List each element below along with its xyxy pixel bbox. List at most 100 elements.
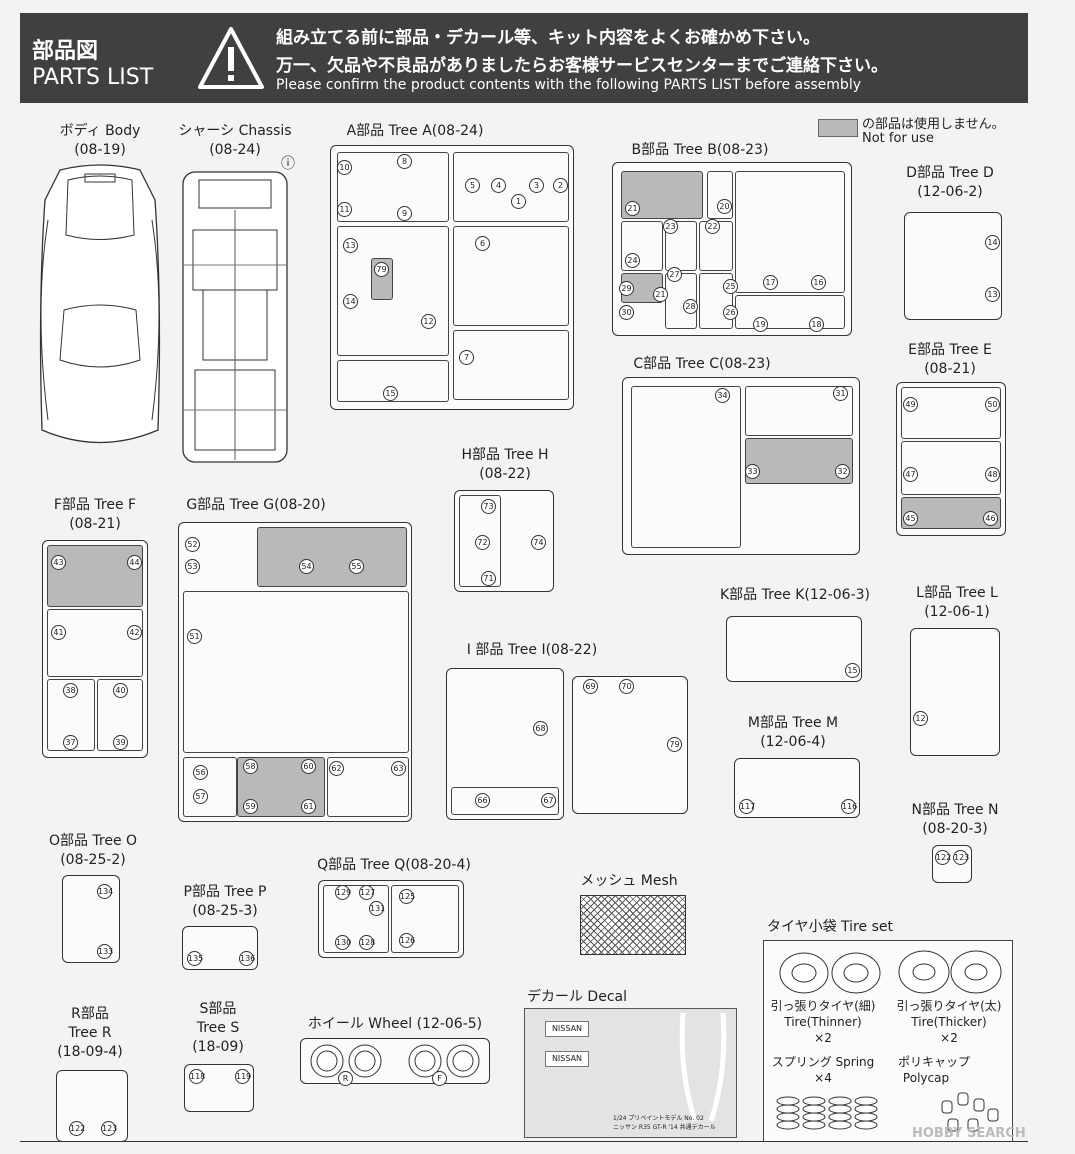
part-number: 62 xyxy=(329,761,344,776)
part-number: 17 xyxy=(763,275,778,290)
part-number: 32 xyxy=(835,464,850,479)
tree-g-cell xyxy=(327,757,409,817)
bottom-rule xyxy=(20,1141,1028,1142)
part-number: 41 xyxy=(51,625,66,640)
part-number: 126 xyxy=(399,933,415,948)
part-number: 47 xyxy=(903,467,918,482)
tree-g-frame: 52 53 54 55 51 56 57 58 59 60 61 62 63 xyxy=(178,522,412,822)
tree-a-cell xyxy=(337,226,449,356)
tree-l-frame: 12 xyxy=(910,628,1000,756)
part-number: 128 xyxy=(359,935,375,950)
part-number: 21 xyxy=(653,287,668,302)
part-number: 12 xyxy=(421,314,436,329)
tree-c-cell xyxy=(631,386,741,548)
part-number: 58 xyxy=(243,759,258,774)
part-number: 27 xyxy=(667,267,682,282)
tire-set-label: タイヤ小袋 Tire set xyxy=(767,919,893,935)
tree-r-label-2: Tree R xyxy=(68,1025,112,1041)
tree-q-cell xyxy=(391,885,459,953)
tree-b-cell xyxy=(699,273,733,329)
tree-b-frame: 21 20 23 22 24 27 29 21 28 25 30 26 19 1… xyxy=(612,162,852,336)
chassis-drawing xyxy=(182,171,288,463)
part-number: 33 xyxy=(745,464,760,479)
part-number: 46 xyxy=(983,511,998,526)
part-number: 34 xyxy=(715,388,730,403)
body-drawing xyxy=(39,164,161,444)
warning-icon xyxy=(198,27,264,89)
decal-sheet: NISSAN NISSAN 1/24 プリペイントモデル No. 02 ニッサン… xyxy=(524,1008,737,1138)
tree-a-cell xyxy=(453,152,569,222)
thin-tire-icon xyxy=(779,952,881,994)
tree-e-frame: 49 50 47 48 45 46 xyxy=(896,382,1006,536)
thick-tire-qty: ×2 xyxy=(940,1031,958,1045)
part-number: 127 xyxy=(359,885,375,900)
tree-n-frame: 122 123 xyxy=(932,845,972,883)
spring-icon xyxy=(776,1096,878,1130)
tree-o-frame: 134 133 xyxy=(62,875,120,963)
tree-q-cell xyxy=(323,885,389,953)
part-number: 45 xyxy=(903,511,918,526)
thick-tire-en: Tire(Thicker) xyxy=(911,1015,987,1029)
part-number: 54 xyxy=(299,559,314,574)
spring-qty: ×4 xyxy=(814,1071,832,1085)
tree-o-code: (08-25-2) xyxy=(60,852,126,868)
not-for-use-swatch xyxy=(818,119,858,137)
tree-h-label: H部品 Tree H xyxy=(461,447,549,463)
tree-b-cell xyxy=(707,171,733,219)
part-number: 117 xyxy=(739,799,755,814)
tree-q-label: Q部品 Tree Q(08-20-4) xyxy=(317,857,471,873)
tree-n-code: (08-20-3) xyxy=(922,821,988,837)
tree-o-label: O部品 Tree O xyxy=(48,833,138,849)
decal-caption-2: ニッサン R35 GT-R '14 共通デカール xyxy=(613,1124,716,1131)
part-number: 14 xyxy=(985,235,1000,250)
part-number: 28 xyxy=(683,299,698,314)
part-number: 23 xyxy=(663,219,678,234)
part-number: 122 xyxy=(69,1121,85,1136)
legend-en: Not for use xyxy=(862,131,934,146)
thin-tire-jp: 引っ張りタイヤ(細) xyxy=(770,999,876,1013)
part-number: 25 xyxy=(723,279,738,294)
tree-m-label: M部品 Tree M xyxy=(747,715,839,731)
part-number: 15 xyxy=(845,663,860,678)
part-number: 15 xyxy=(383,386,398,401)
tree-i-frame-2: 69 70 79 xyxy=(572,676,688,814)
tree-d-label: D部品 Tree D xyxy=(906,165,994,181)
thick-tire-icon xyxy=(898,950,1002,994)
tree-g-cell xyxy=(183,591,409,753)
tree-a-cell xyxy=(337,360,449,402)
part-number: 133 xyxy=(97,944,113,959)
part-number: 39 xyxy=(113,735,128,750)
thin-tire-qty: ×2 xyxy=(814,1031,832,1045)
tree-g-unused-part xyxy=(257,527,407,587)
mesh-label: メッシュ Mesh xyxy=(580,873,678,889)
chassis-code: (08-24) xyxy=(209,142,261,158)
page-title-jp: 部品図 xyxy=(32,39,99,64)
notice-line-2: 万一、欠品や不良品がありましたらお客様サービスセンターまでご連絡下さい。 xyxy=(276,56,888,76)
tree-d-code: (12-06-2) xyxy=(917,184,983,200)
tree-n-label: N部品 Tree N xyxy=(911,802,999,818)
tree-f-unused-part xyxy=(47,545,143,607)
tree-f-cell xyxy=(47,679,95,751)
tree-p-frame: 135 136 xyxy=(182,926,258,970)
tree-e-code: (08-21) xyxy=(924,361,976,377)
part-number: 55 xyxy=(349,559,364,574)
part-number: 10 xyxy=(337,160,352,175)
part-number: 20 xyxy=(717,199,732,214)
tree-g-cell xyxy=(183,757,237,817)
thick-tire-jp: 引っ張りタイヤ(太) xyxy=(896,999,1002,1013)
part-number: 59 xyxy=(243,799,258,814)
tree-h-code: (08-22) xyxy=(479,466,531,482)
part-number: 13 xyxy=(985,287,1000,302)
tree-h-frame: 73 72 71 74 xyxy=(454,490,554,592)
part-number: 19 xyxy=(753,317,768,332)
tire-set-frame: 引っ張りタイヤ(細) Tire(Thinner) ×2 引っ張りタイヤ(太) T… xyxy=(763,940,1013,1142)
mesh-part xyxy=(580,895,686,955)
tree-h-cell xyxy=(459,495,501,587)
part-number: 116 xyxy=(841,799,857,814)
part-number: 1 xyxy=(511,194,526,209)
body-label: ボディ Body xyxy=(59,123,141,139)
part-number: 119 xyxy=(235,1069,251,1084)
part-number: 2 xyxy=(553,178,568,193)
part-number: 136 xyxy=(239,951,255,966)
part-number: 7 xyxy=(459,350,474,365)
